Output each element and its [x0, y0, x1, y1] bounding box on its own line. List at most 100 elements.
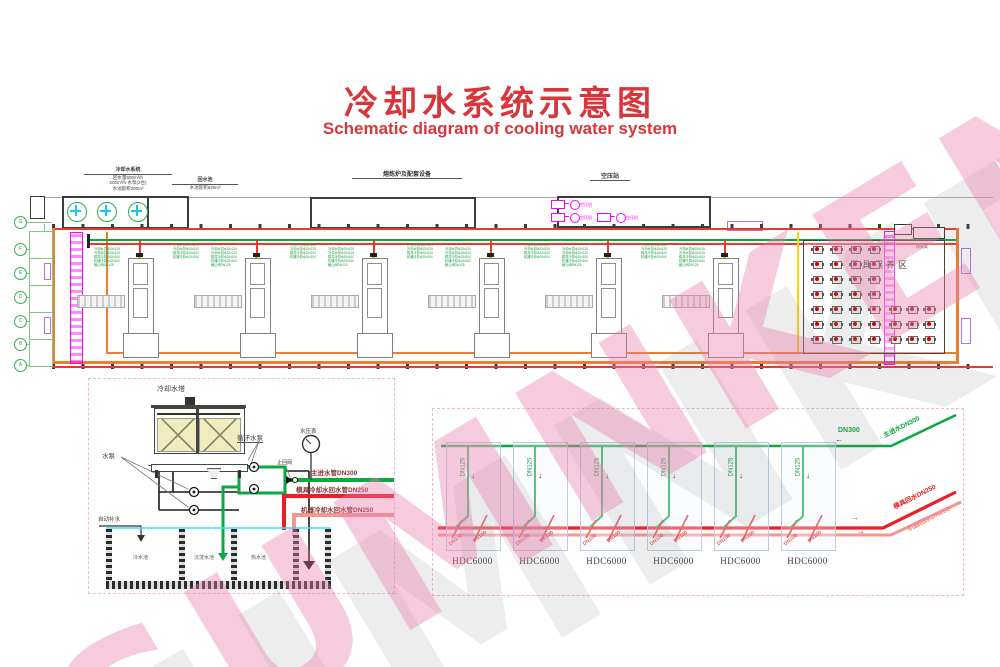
machine-body [713, 258, 739, 334]
machine-note-line: 模具冷却水DN100 [211, 255, 237, 259]
mold-stand-icon [849, 320, 862, 329]
building-wall-bottom [52, 361, 959, 364]
machine-inner-mid [484, 288, 499, 318]
return-header-pipe [88, 243, 956, 245]
header-note-line: 冷却水供水DN125 [407, 243, 433, 247]
machine-conveyor [428, 295, 476, 308]
building-bottom-line [52, 366, 993, 368]
mold-stand-icon [889, 320, 902, 329]
annex-room [29, 312, 53, 340]
utility-table-1 [894, 224, 912, 235]
mold-rack-label: 模具架 [916, 244, 928, 249]
machine-inner-top [367, 263, 382, 285]
pump-label: 水泵 [102, 453, 115, 460]
header-note-line: 机器冷却水DN100 [173, 255, 199, 259]
mold-stand-icon [830, 320, 843, 329]
return-basin-note: 回水池 水池容积830m³ [172, 176, 238, 190]
auto-refill-arrow [137, 535, 145, 542]
return-flow-arrow: → [851, 513, 859, 522]
green-pipes [221, 465, 394, 553]
machine-drop-pipe [373, 240, 375, 255]
mold-stand-icon [830, 335, 843, 344]
machine-model-label: HDC6000 [720, 556, 761, 566]
machine-inner-mid [718, 288, 733, 318]
machine-note-line: 冷却水回水DN125 [328, 251, 354, 255]
drop-dn-label: DN125 [527, 457, 534, 477]
machine-note-line: 冷却水回水DN125 [94, 251, 120, 255]
machine-drop-pipe [490, 240, 492, 255]
cooling-tower-fan-icon [67, 202, 87, 222]
machine-base [591, 333, 627, 358]
header-note-line: 冷却水供水DN125 [641, 243, 667, 247]
branch-connection [674, 514, 689, 542]
machine-block [513, 442, 568, 551]
pump-hubs [192, 465, 256, 512]
pool-wall [231, 529, 237, 581]
machine-note-line: 模具冷却水DN100 [445, 255, 471, 259]
mold-stand-icon [811, 320, 824, 329]
note-line: 200m³/h·水泵(3台) [109, 180, 147, 185]
compressor-station-label: 空压站 [590, 171, 630, 181]
green-foot-valve [218, 553, 228, 561]
machine-note-line: 冷却水回水DN125 [445, 251, 471, 255]
pool-label-cold: 冷水池 [133, 555, 149, 561]
check-valve-symbol [286, 476, 293, 484]
machine-note-line: 模具冷却水DN100 [562, 255, 588, 259]
furnace-area-label: 熔炼炉及配套设备 [352, 169, 462, 179]
machine-note-line: 冷却水供水DN125 [94, 247, 120, 251]
header-note-line: 模具冷却水DN100 [407, 251, 433, 255]
machine-note-line: 截止阀DN125 [679, 263, 699, 267]
mold-return-pipe-label: 模具冷却水回水管DN250 [296, 487, 369, 494]
supply-dn-label: DN300 [838, 427, 860, 434]
header-note-line: 模具冷却水DN100 [524, 251, 550, 255]
machine-return-header [438, 500, 962, 537]
machine-conveyor [662, 295, 710, 308]
column-grid-ticks-top [52, 224, 993, 229]
mold-stand-icon [923, 305, 936, 314]
header-note-line: 模具冷却水DN100 [641, 251, 667, 255]
machine-model-label: HDC6000 [452, 556, 493, 566]
pool-label-hot: 热水池 [251, 555, 267, 561]
machine-block [446, 442, 501, 551]
interior-wall-vertical [106, 232, 108, 353]
crane-rail-right [884, 231, 895, 365]
branch-connection [451, 519, 463, 539]
machine-note-line: 截止阀DN125 [328, 263, 348, 267]
machine-body [596, 258, 622, 334]
drop-flow-arrow: ↓ [471, 471, 475, 480]
utility-table-2 [913, 227, 945, 239]
header-note-line: 机器冷却水DN100 [290, 255, 316, 259]
header-note-line: 机器冷却水DN100 [407, 255, 433, 259]
tower-basin [151, 464, 248, 472]
cooling-tower-fan-icon [128, 202, 148, 222]
annex-door [44, 317, 51, 334]
mold-stand-icon [849, 260, 862, 269]
machine-inner-top [484, 263, 499, 285]
machine-conveyor [77, 295, 125, 308]
machine-inner-mid [133, 288, 148, 318]
tower-center-post [196, 408, 199, 453]
mold-stand-icon [868, 275, 881, 284]
machine-base [708, 333, 744, 358]
tower-fan-bar [157, 413, 240, 415]
machine-drop-pipe [139, 240, 141, 255]
note-line: 水池容积830m³ [189, 184, 221, 190]
tower-motor [185, 397, 195, 406]
header-note-line: 冷却水回水DN125 [407, 247, 433, 251]
fan-cross-v [105, 205, 107, 216]
mold-stand-icon [868, 320, 881, 329]
pool-floor-slab [106, 581, 331, 589]
cooling-system-note-title: 冷却水系统 [84, 166, 172, 175]
grid-bubble: G [14, 216, 27, 229]
header-note-line: 冷却水回水DN125 [290, 247, 316, 251]
mold-stand-icon [849, 335, 862, 344]
machine-note-line: 截止阀DN125 [94, 263, 114, 267]
machine-note-line: 模具冷却水DN100 [679, 255, 705, 259]
machine-base [474, 333, 510, 358]
machine-block [714, 442, 769, 551]
